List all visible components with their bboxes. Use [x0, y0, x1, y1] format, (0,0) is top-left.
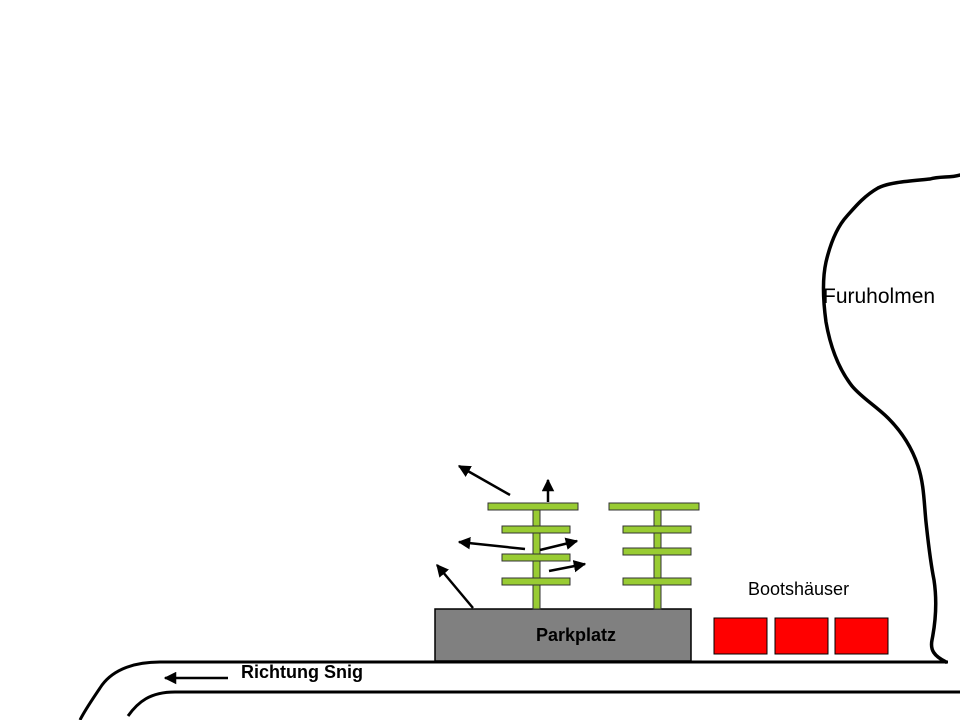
parking-label: Parkplatz	[536, 625, 617, 645]
road-edge-lower	[126, 690, 960, 717]
boathouse-1	[713, 617, 768, 655]
pier-1	[487, 502, 579, 610]
boathouses-label: Bootshäuser	[748, 579, 850, 599]
arrow-icon	[163, 464, 587, 685]
island-label: Furuholmen	[823, 285, 936, 308]
island-outline	[821, 173, 960, 664]
pier-2	[608, 502, 700, 610]
direction-label: Richtung Snig	[241, 662, 363, 682]
boathouse-2	[774, 617, 829, 655]
road-edge-upper	[78, 660, 948, 720]
parking-lot	[434, 608, 692, 662]
boathouse-3	[834, 617, 889, 655]
